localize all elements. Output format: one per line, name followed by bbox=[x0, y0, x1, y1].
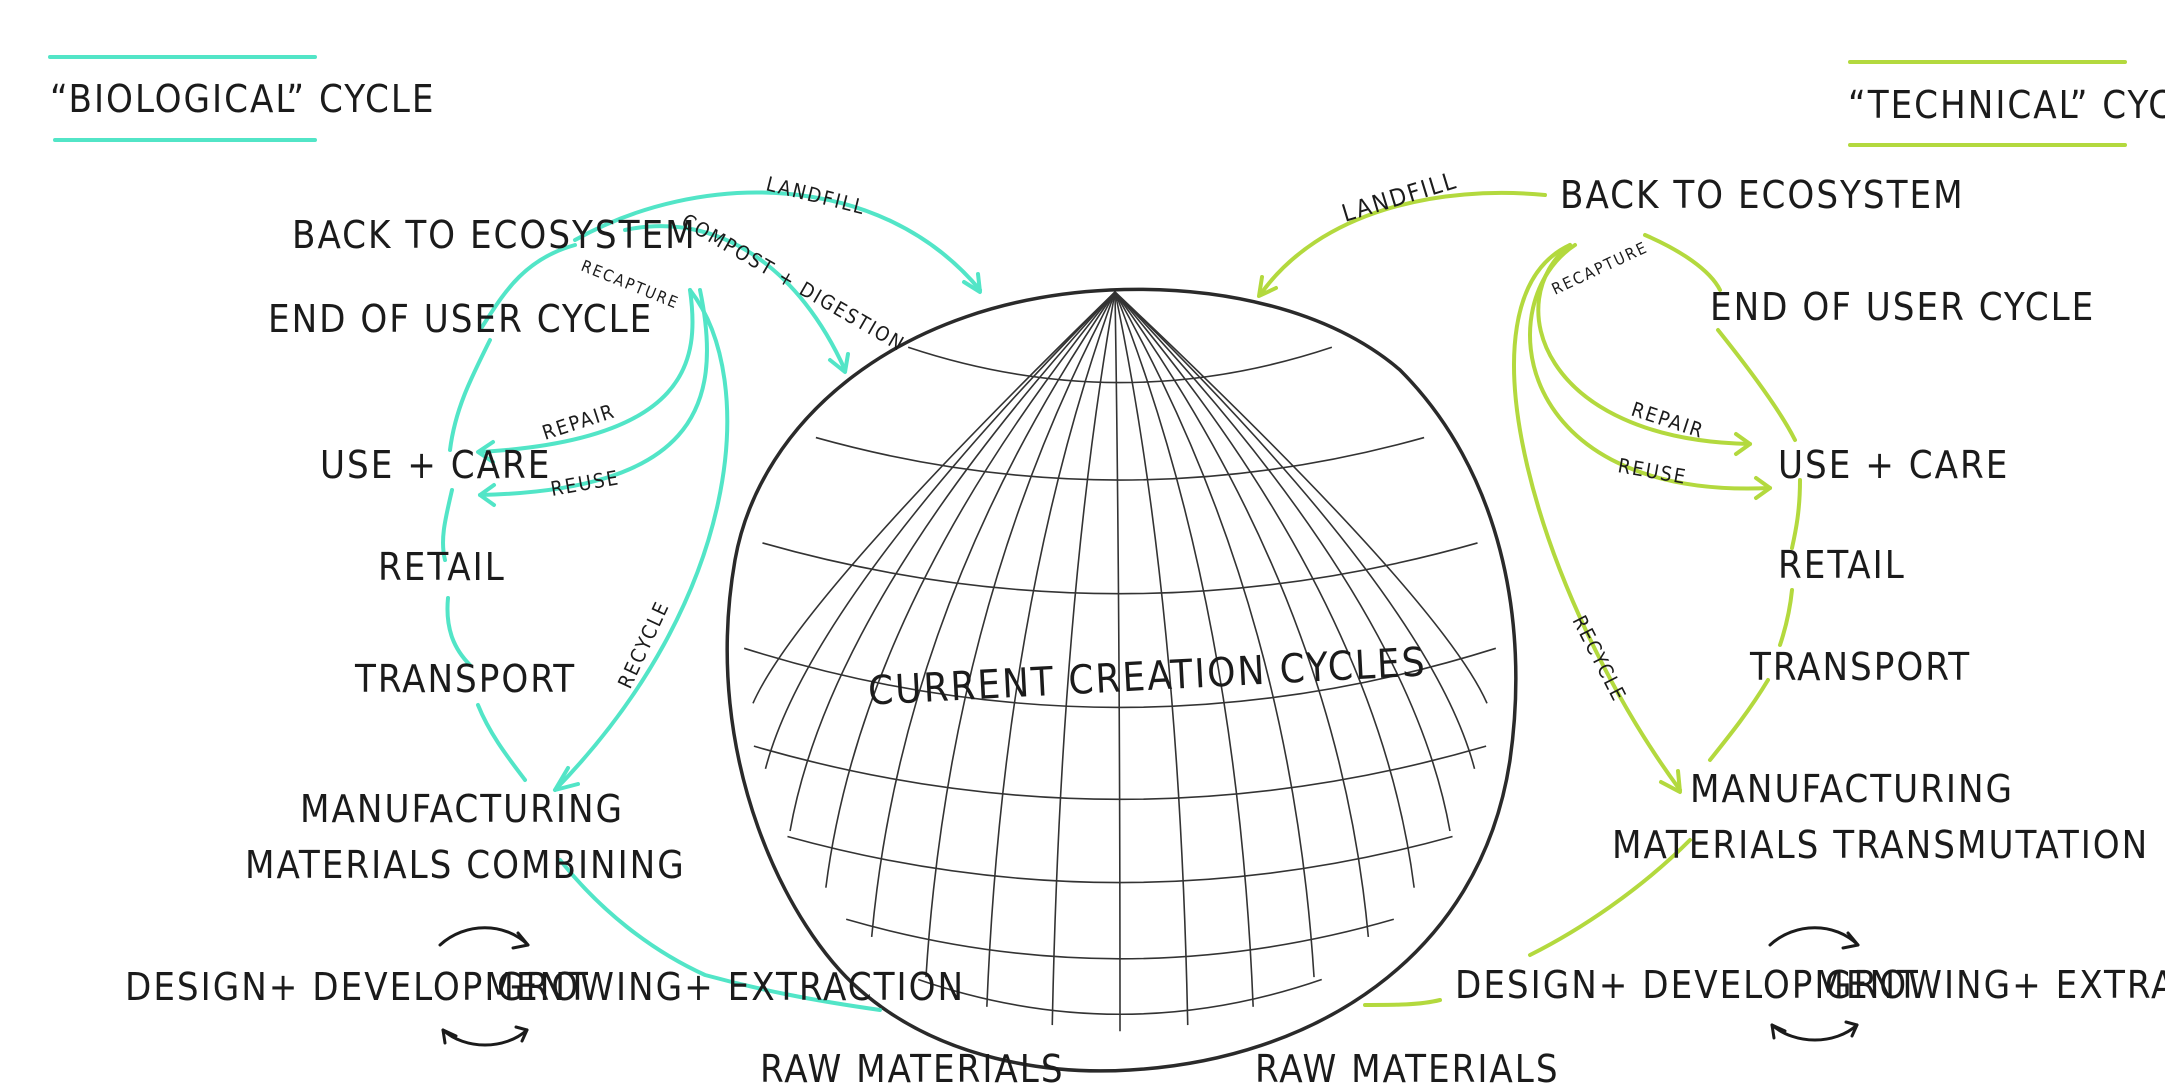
bio-recycle-arrowhead bbox=[553, 766, 580, 792]
tech-swap-bottom-arrowhead-2 bbox=[1844, 1020, 1859, 1038]
tech-swap-top-icon bbox=[1768, 926, 1860, 947]
bio-main-cycle-line bbox=[441, 243, 882, 1012]
tech-reuse-arrowhead bbox=[1754, 476, 1772, 500]
bio-repair-arrow bbox=[478, 288, 695, 454]
tech-raw-materials: RAW MATERIALS bbox=[1255, 1047, 1560, 1091]
bio-swap-top-icon bbox=[438, 926, 530, 947]
globe-parallel bbox=[753, 745, 1487, 801]
bio-swap-bottom-arrowhead bbox=[441, 1028, 458, 1045]
globe-meridian bbox=[1114, 291, 1315, 978]
tech-repair-arrowhead bbox=[1734, 432, 1752, 456]
globe-meridian bbox=[752, 291, 1116, 704]
globe-meridian bbox=[870, 291, 1116, 938]
tech-landfill-arrowhead bbox=[1257, 275, 1278, 298]
technical-cycle: “TECHNICAL” CYCLE BACK TO ECOSYSTEM END … bbox=[1255, 60, 2165, 1091]
bio-reuse-arrow bbox=[478, 288, 709, 497]
tech-landfill-arrow bbox=[1258, 190, 1547, 297]
tech-swap-bottom-icon bbox=[1770, 1023, 1859, 1042]
bio-retail: RETAIL bbox=[378, 545, 506, 589]
globe-parallel bbox=[743, 647, 1497, 709]
globe-grid bbox=[743, 291, 1497, 1032]
bio-use-care: USE + CARE bbox=[320, 443, 551, 487]
globe-meridian bbox=[925, 291, 1116, 978]
bio-landfill-arrow bbox=[573, 190, 982, 292]
tech-swap-top-arrowhead bbox=[1841, 931, 1860, 950]
tech-swap-bottom-arrowhead bbox=[1770, 1023, 1787, 1040]
bio-swap-bottom-arrowhead-2 bbox=[514, 1025, 529, 1043]
bio-raw-materials: RAW MATERIALS bbox=[760, 1047, 1065, 1091]
tech-manufacturing: MANUFACTURING bbox=[1690, 767, 2014, 811]
bio-end-of-user-cycle: END OF USER CYCLE bbox=[268, 297, 653, 341]
globe-parallel bbox=[815, 436, 1425, 481]
tech-design-development: DESIGN+ DEVELOPMENT bbox=[1455, 963, 1920, 1007]
tech-use-care: USE + CARE bbox=[1778, 443, 2009, 487]
bio-manufacturing: MANUFACTURING bbox=[300, 787, 624, 831]
bio-back-to-ecosystem: BACK TO ECOSYSTEM bbox=[292, 213, 697, 257]
globe-meridian bbox=[764, 291, 1116, 770]
globe-parallel bbox=[917, 978, 1323, 1015]
bio-title: “BIOLOGICAL” CYCLE bbox=[50, 77, 436, 121]
tech-main-cycle-line bbox=[1363, 233, 1802, 1007]
bio-reuse-label: REUSE bbox=[549, 465, 622, 501]
globe-meridian bbox=[1114, 291, 1451, 832]
tech-recycle-arrow bbox=[1512, 243, 1682, 792]
bio-transport: TRANSPORT bbox=[354, 657, 576, 701]
bio-growing-extraction: GROWING+ EXTRACTION bbox=[497, 965, 965, 1009]
bio-design-development: DESIGN+ DEVELOPMENT bbox=[125, 965, 590, 1009]
globe-parallel bbox=[787, 835, 1453, 884]
tech-end-of-user-cycle: END OF USER CYCLE bbox=[1710, 285, 2095, 329]
bio-repair-arrowhead bbox=[476, 440, 495, 464]
tech-title: “TECHNICAL” CYCLE bbox=[1848, 83, 2165, 127]
globe-meridian bbox=[1114, 291, 1488, 704]
globe-meridian bbox=[1114, 291, 1476, 770]
globe-icon bbox=[725, 287, 1518, 1073]
tech-reuse-arrow bbox=[1528, 243, 1772, 491]
bio-swap-bottom-icon bbox=[441, 1028, 529, 1047]
tech-retail: RETAIL bbox=[1778, 543, 1906, 587]
bio-compost-arrowhead bbox=[828, 352, 850, 374]
tech-recycle-arrowhead bbox=[1659, 769, 1682, 794]
bio-landfill-arrowhead bbox=[962, 272, 982, 294]
bio-landfill-label: LANDFILL bbox=[764, 172, 869, 220]
globe-parallel bbox=[762, 542, 1478, 595]
bio-compost-arrow bbox=[623, 224, 847, 372]
tech-materials-transmutation: MATERIALS TRANSMUTATION bbox=[1612, 823, 2149, 867]
tech-recycle-label: RECYCLE bbox=[1568, 611, 1632, 706]
bio-swap-top-arrowhead bbox=[511, 931, 530, 950]
bio-materials-combining: MATERIALS COMBINING bbox=[245, 843, 686, 887]
tech-reuse-label: REUSE bbox=[1616, 453, 1689, 489]
globe-parallel bbox=[845, 918, 1395, 960]
center-label: CURRENT CREATION CYCLES bbox=[867, 639, 1428, 714]
tech-transport: TRANSPORT bbox=[1749, 645, 1971, 689]
tech-landfill-label: LANDFILL bbox=[1339, 166, 1461, 228]
bio-recycle-arrow bbox=[553, 288, 730, 792]
tech-growing-extraction: GROWING+ EXTRACTION bbox=[1825, 963, 2165, 1007]
globe-parallel bbox=[907, 346, 1333, 384]
globe-outline bbox=[725, 287, 1518, 1073]
tech-back-to-ecosystem: BACK TO ECOSYSTEM bbox=[1560, 173, 1965, 217]
bio-reuse-arrowhead bbox=[478, 483, 496, 507]
